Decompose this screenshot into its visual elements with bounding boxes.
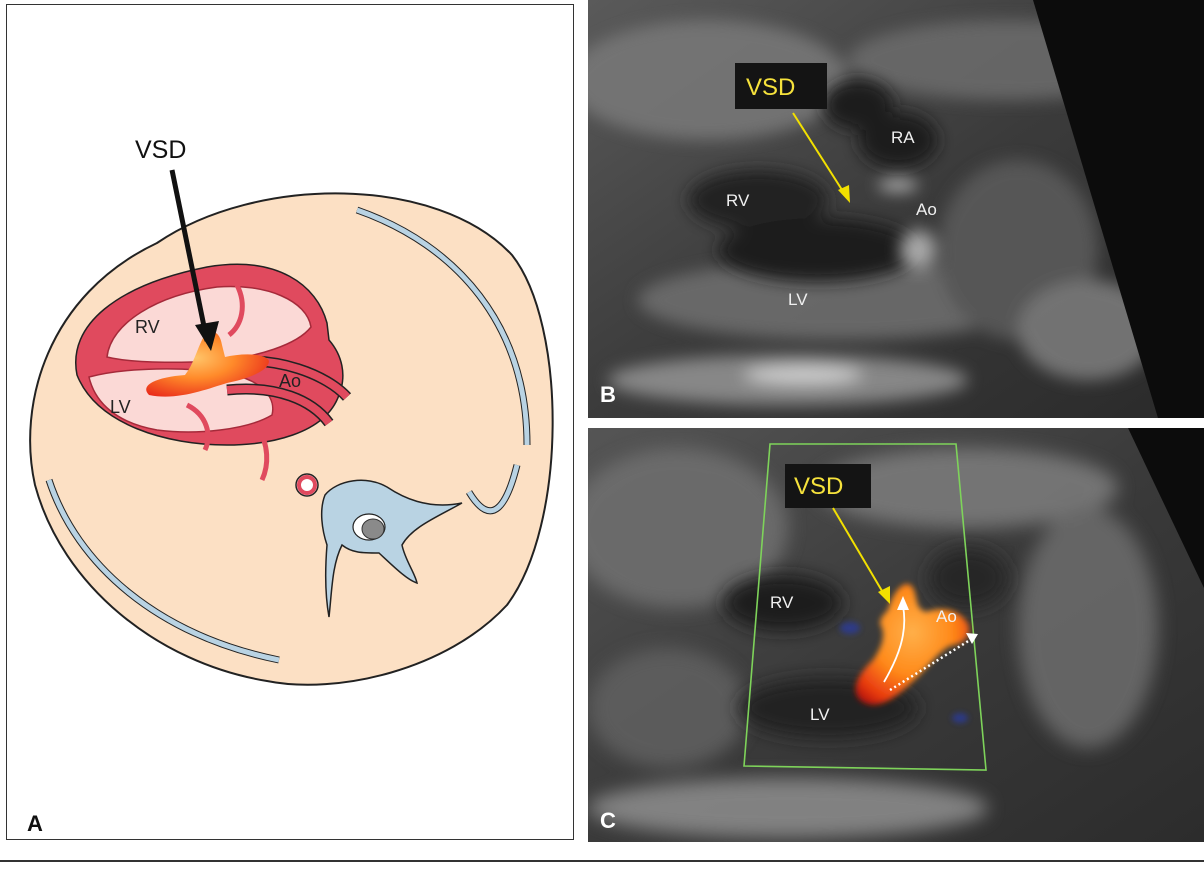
ao-label-a: Ao <box>279 371 301 391</box>
vsd-label-box-c <box>785 464 871 508</box>
schematic-drawing: VSD RV LV Ao A <box>27 136 554 836</box>
torso-cross-section <box>29 192 554 686</box>
vsd-arrow-c <box>832 507 886 597</box>
panel-letter-c: C <box>600 808 616 833</box>
panel-a-schematic: VSD RV LV Ao A <box>6 4 574 840</box>
vsd-arrow-b <box>792 112 845 194</box>
doppler-color-box <box>743 443 987 771</box>
lv-label-b: LV <box>788 290 808 309</box>
lv-label-a: LV <box>110 397 131 417</box>
rv-label-a: RV <box>135 317 160 337</box>
sector-edge-b <box>1033 0 1204 418</box>
ultrasound-image-c: VSD RV Ao LV C <box>588 428 1204 842</box>
vsd-label-b: VSD <box>746 74 795 101</box>
panel-c-color-doppler: VSD RV Ao LV C <box>588 428 1204 842</box>
panel-letter-a: A <box>27 811 43 836</box>
vsd-pointer-arrow <box>169 169 210 342</box>
ao-label-b: Ao <box>916 200 937 219</box>
lv-label-c: LV <box>810 705 830 724</box>
ao-label-c: Ao <box>936 607 957 626</box>
vsd-shunt <box>146 331 269 397</box>
vsd-label-box-b <box>735 63 827 109</box>
doppler-flow-jet <box>855 583 970 705</box>
sector-edge-c <box>1128 428 1204 588</box>
vsd-label-a: VSD <box>135 136 186 164</box>
ultrasound-image-b: VSD RA RV Ao LV B <box>588 0 1204 418</box>
rv-label-c: RV <box>770 593 794 612</box>
vertebra <box>320 479 463 618</box>
flow-arrow-dotted <box>889 638 971 692</box>
flow-arrow-solid <box>883 605 906 683</box>
vsd-label-c: VSD <box>794 473 843 500</box>
bottom-rule <box>0 860 1204 862</box>
rv-label-b: RV <box>726 191 750 210</box>
ra-label-b: RA <box>891 128 915 147</box>
panel-b-ultrasound: VSD RA RV Ao LV B <box>588 0 1204 418</box>
panel-letter-b: B <box>600 382 616 407</box>
